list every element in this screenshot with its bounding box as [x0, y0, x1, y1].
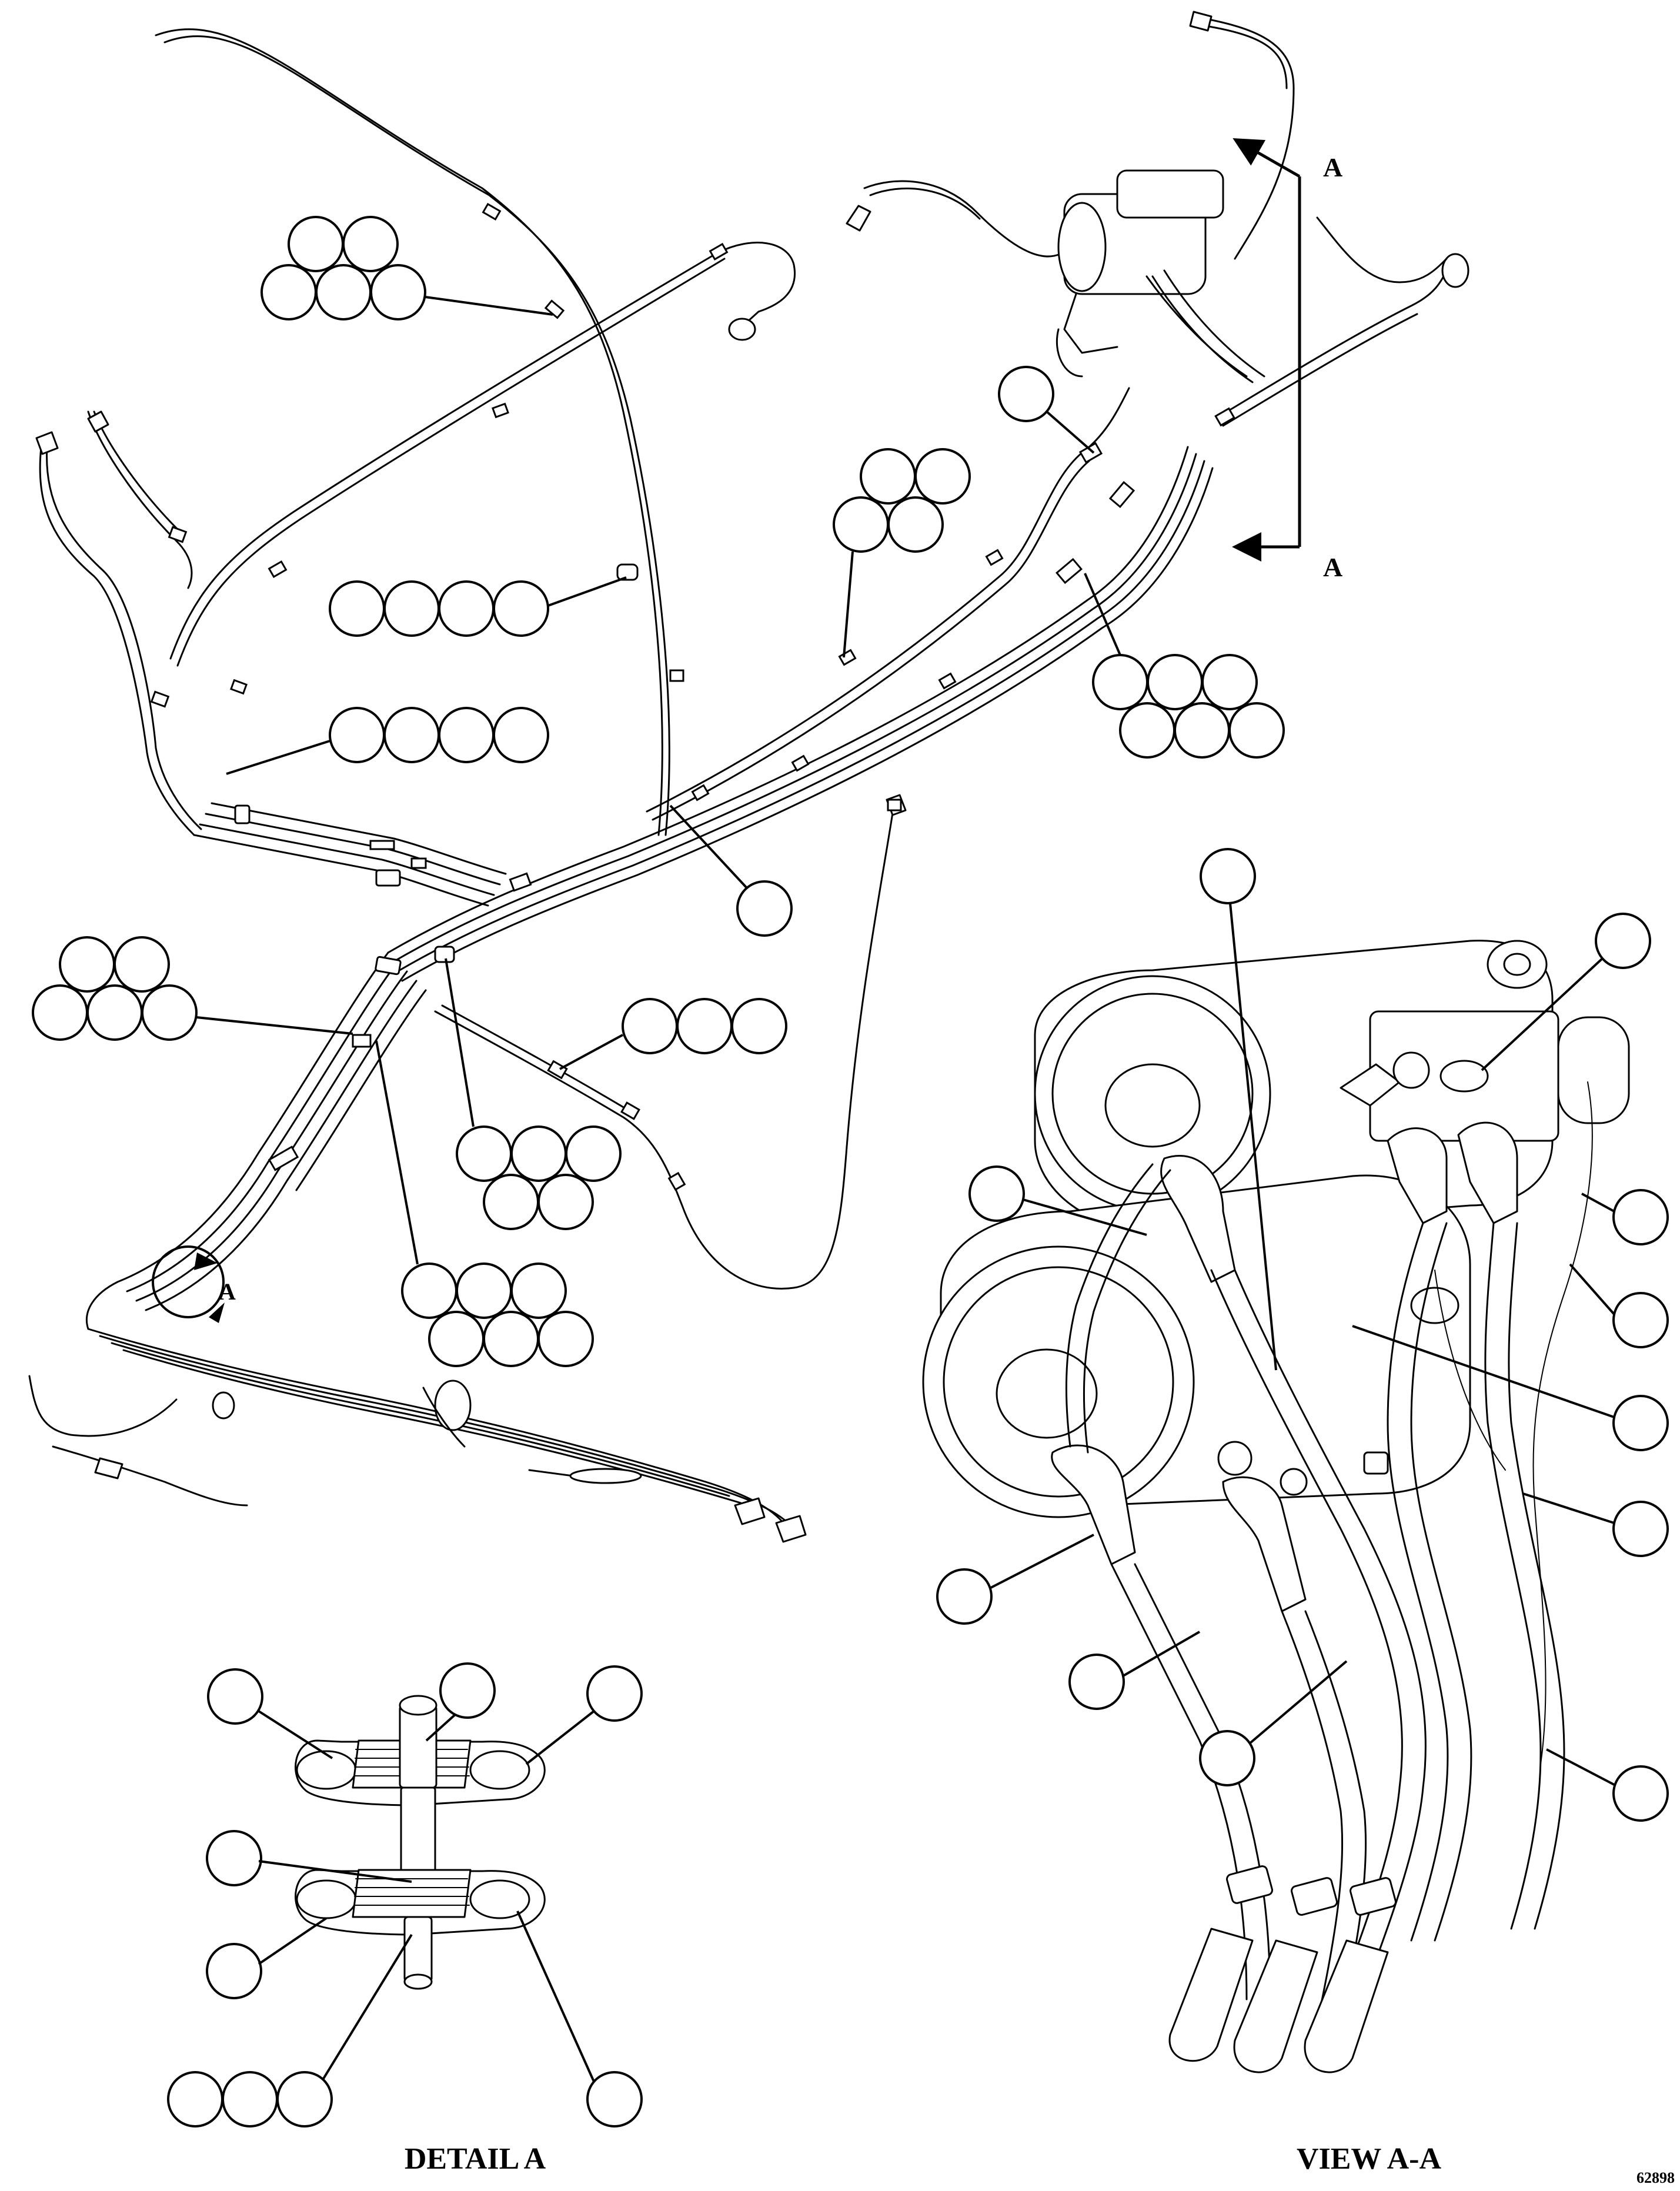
callout-balloon: [493, 707, 549, 763]
callout-balloon: [438, 707, 495, 763]
callout-balloon: [1612, 1501, 1669, 1557]
callout-balloon: [438, 580, 495, 637]
callout-balloon: [59, 936, 115, 993]
callout-balloon: [329, 707, 385, 763]
callout-balloon: [315, 264, 372, 320]
callout-balloon: [565, 1125, 622, 1182]
callout-balloon: [483, 1311, 539, 1367]
callout-balloon: [206, 1943, 262, 1999]
callout-balloon: [288, 216, 344, 272]
callout-balloon: [887, 496, 944, 553]
callout-balloon: [860, 448, 916, 505]
callout-balloon: [914, 448, 971, 505]
callout-balloon: [1199, 1730, 1255, 1786]
callout-balloon: [586, 2071, 643, 2127]
callout-balloon: [510, 1263, 567, 1319]
callout-balloon: [113, 936, 170, 993]
section-marker-bottom: A: [1323, 552, 1342, 582]
callout-balloon: [936, 1568, 993, 1625]
callout-balloon: [1068, 1654, 1125, 1710]
callout-balloon: [537, 1174, 594, 1230]
callout-balloon: [383, 580, 440, 637]
callout-balloon: [493, 580, 549, 637]
callout-balloon: [1174, 702, 1230, 759]
detail-marker: A: [219, 1278, 236, 1305]
callout-balloon: [1092, 654, 1148, 710]
callout-balloon: [32, 984, 88, 1041]
callout-balloon: [167, 2071, 223, 2127]
callout-balloon: [401, 1263, 457, 1319]
callout-balloon: [586, 1665, 643, 1722]
callout-balloon: [428, 1311, 485, 1367]
callout-balloon: [1201, 654, 1258, 710]
detail-a-title: DETAIL A: [405, 2142, 546, 2176]
callout-balloon: [1147, 654, 1203, 710]
callout-balloon: [329, 580, 385, 637]
callout-balloon: [207, 1668, 263, 1725]
callout-balloon: [510, 1125, 567, 1182]
callout-balloon: [456, 1125, 512, 1182]
callout-balloon: [676, 998, 733, 1054]
callout-balloon: [1228, 702, 1285, 759]
callout-balloon: [86, 984, 143, 1041]
callout-balloon: [968, 1165, 1025, 1222]
view-a-a-illustration: [922, 848, 1669, 2073]
callout-balloon: [383, 707, 440, 763]
main-harness: A: [28, 11, 1469, 1543]
callout-balloon: [1595, 913, 1651, 969]
callout-balloon: [736, 880, 793, 937]
callout-balloon: [1612, 1765, 1669, 1822]
callout-balloon: [998, 366, 1054, 422]
figure-number: 62898: [1636, 2169, 1675, 2186]
callout-balloon: [141, 984, 198, 1041]
callout-balloon: [1200, 848, 1256, 904]
callout-balloon: [206, 1830, 262, 1886]
detail-a-illustration: [167, 1662, 643, 2127]
callout-balloon: [833, 496, 889, 553]
callout-balloon: [483, 1174, 539, 1230]
callout-balloon: [1119, 702, 1175, 759]
callout-balloon: [537, 1311, 594, 1367]
callout-balloon: [222, 2071, 278, 2127]
callout-balloon: [370, 264, 426, 320]
callout-balloon: [1612, 1292, 1669, 1348]
callout-balloon: [1612, 1395, 1669, 1451]
callout-balloon: [456, 1263, 512, 1319]
callout-balloon: [622, 998, 678, 1054]
section-cut-line: A A: [1232, 138, 1342, 582]
callout-balloon: [1612, 1189, 1669, 1245]
harness-callouts: [32, 216, 1285, 1367]
callout-balloon: [260, 264, 317, 320]
section-marker-top: A: [1323, 152, 1342, 182]
callout-balloon: [731, 998, 787, 1054]
callout-balloon: [276, 2071, 333, 2127]
callout-balloon: [342, 216, 399, 272]
view-a-a-title: VIEW A-A: [1297, 2142, 1442, 2176]
callout-balloon: [439, 1662, 496, 1719]
